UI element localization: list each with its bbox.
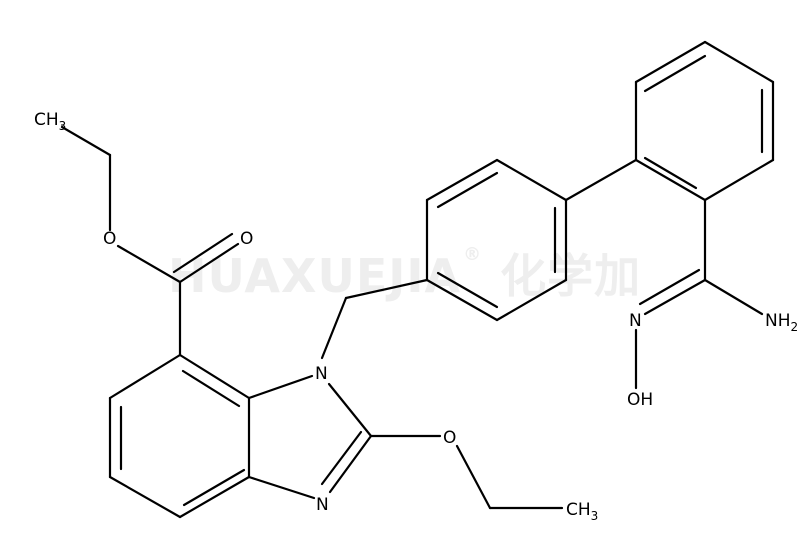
watermark-registered-mark: ® <box>463 244 483 265</box>
bond <box>60 125 112 157</box>
bond <box>425 278 499 322</box>
bond <box>178 353 251 400</box>
atom-ether-oxygen: O <box>443 428 456 448</box>
atom-ethoxy-ch3: CH3 <box>566 500 598 523</box>
bond <box>703 158 775 202</box>
atom-ester-oxygen: O <box>103 229 116 249</box>
bond <box>178 242 240 284</box>
atom-carbonyl-oxygen: O <box>240 229 253 249</box>
bond <box>327 382 373 438</box>
bond <box>344 278 429 300</box>
atom-labels: CH3 O O N N O CH3 N OH NH2 <box>34 110 798 523</box>
atom-n1: N <box>315 364 328 384</box>
bond <box>247 374 314 400</box>
bond <box>181 369 241 408</box>
atom-n3: N <box>316 495 329 515</box>
bond <box>320 430 363 486</box>
bond <box>703 40 775 84</box>
atom-ester-ch3: CH3 <box>34 110 66 133</box>
bond <box>564 158 638 202</box>
bond <box>247 475 316 500</box>
atom-oxime-nitrogen: N <box>629 311 642 331</box>
bond <box>328 434 373 494</box>
bond <box>703 278 764 316</box>
bond <box>108 475 182 519</box>
bond <box>643 278 707 316</box>
bond <box>455 444 492 510</box>
bond <box>634 158 707 202</box>
bond <box>643 156 698 190</box>
bond <box>182 468 246 507</box>
bond <box>436 271 499 309</box>
bond <box>638 268 701 306</box>
bond <box>495 278 568 322</box>
bond <box>495 158 568 202</box>
bond <box>643 54 707 93</box>
bond <box>178 475 251 519</box>
bond <box>108 353 182 400</box>
bond <box>436 171 499 209</box>
bond <box>172 232 234 274</box>
watermark-chinese: 化学加 <box>500 249 642 303</box>
watermark: HUAXUEJIA®化学加 <box>168 240 641 306</box>
bond <box>425 158 499 202</box>
atom-oxime-hydroxyl: OH <box>627 390 653 410</box>
bond <box>320 296 348 360</box>
bond <box>634 40 707 84</box>
bond <box>116 244 182 284</box>
bonds <box>60 40 775 519</box>
atom-amine: NH2 <box>765 311 798 334</box>
